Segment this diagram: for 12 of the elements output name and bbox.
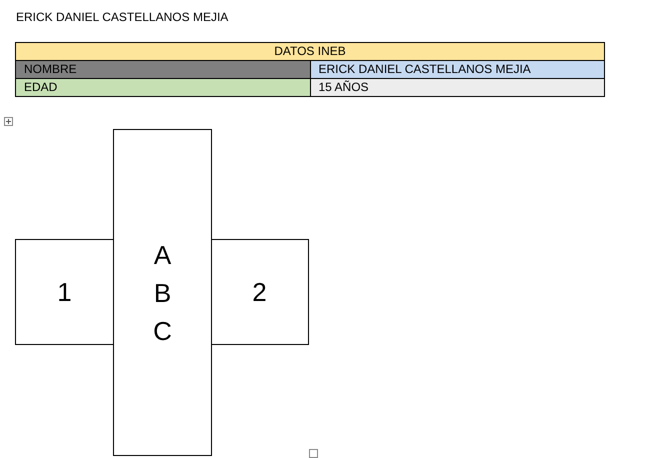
table-cell: ERICK DANIEL CASTELLANOS MEJIA [310,60,604,78]
table-cell: EDAD [16,78,310,96]
rectangle-box [15,239,114,345]
table-header-cell: DATOS INEB [16,42,604,60]
rectangle-box [113,129,212,456]
box-label: 2 [252,276,267,308]
box-label: A B C [152,238,172,348]
table-cell: 15 AÑOS [310,78,604,96]
table-cell: NOMBRE [16,60,310,78]
rectangle-box [210,239,309,345]
box-label: 1 [57,276,72,308]
document-title: ERICK DANIEL CASTELLANOS MEJIA [16,10,228,24]
